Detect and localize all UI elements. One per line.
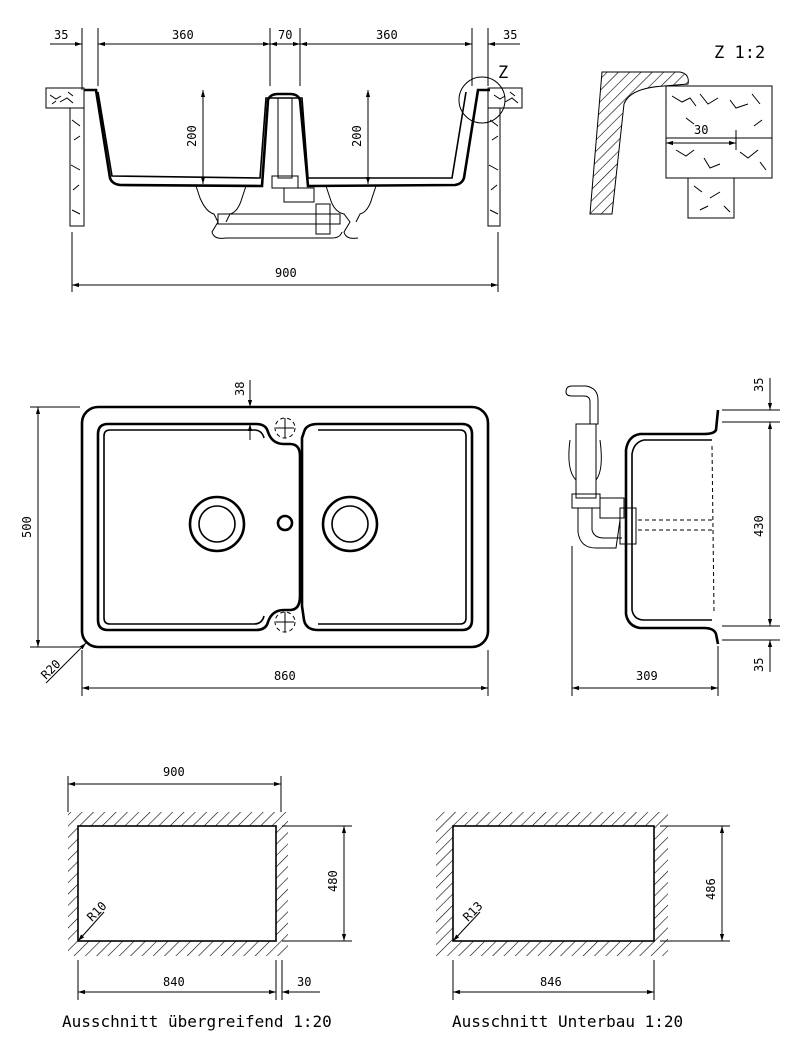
detail-z-marker: Z: [498, 63, 508, 83]
bowl-right: [300, 422, 474, 632]
cutout-overlay: 900 480 840 30 R10 Ausschnitt übergreife…: [62, 765, 352, 1031]
dim-depth-right: 200: [350, 125, 364, 147]
dim-overlay-r10: R10: [84, 899, 109, 924]
side-view: 35 430 35 309: [565, 378, 780, 696]
dim-side-309: 309: [636, 669, 658, 683]
dim-bowl-right: 360: [376, 28, 398, 42]
countertop-left: [45, 87, 85, 227]
countertop-right: [487, 87, 523, 227]
sink-outline: [80, 405, 490, 649]
dim-rim-offset: 38: [233, 382, 247, 396]
dim-right-rim: 35: [503, 28, 517, 42]
cutout-overlay-rect: [77, 825, 277, 942]
front-top-dimensions: [50, 28, 520, 90]
tap-hole: [276, 514, 294, 532]
side-profile: [624, 409, 720, 645]
bowl-left: [96, 422, 302, 632]
caption-overlay: Ausschnitt übergreifend 1:20: [62, 1012, 332, 1031]
dim-side-top-35: 35: [752, 378, 766, 392]
front-view: Z 35 360 70 360 35 200 200 900: [45, 28, 523, 292]
dim-overlay-900: 900: [163, 765, 185, 779]
dim-middle: 70: [278, 28, 292, 42]
detail-z-title: Z 1:2: [714, 43, 765, 63]
dim-under-846: 846: [540, 975, 562, 989]
dim-under-486: 486: [704, 878, 718, 900]
detail-z-view: Z 1:2 30: [589, 43, 773, 219]
dim-depth-left: 200: [185, 125, 199, 147]
dim-overlay-30: 30: [297, 975, 311, 989]
cutout-undermount: 486 846 R13 Ausschnitt Unterbau 1:20: [436, 812, 730, 1031]
sink-profile: [84, 88, 490, 188]
dim-side-430: 430: [752, 515, 766, 537]
detail-z-circle: [458, 76, 506, 124]
dim-overlay-840: 840: [163, 975, 185, 989]
dim-overlay-480: 480: [326, 870, 340, 892]
dim-height-500: 500: [20, 516, 34, 538]
dim-overall-width: 900: [275, 266, 297, 280]
dim-detail-30: 30: [694, 123, 708, 137]
caption-undermount: Ausschnitt Unterbau 1:20: [452, 1012, 683, 1031]
dim-bowl-left: 360: [172, 28, 194, 42]
drain-right: [321, 495, 379, 553]
top-view: 38 500 860 R20: [20, 380, 490, 696]
siphon: [195, 97, 377, 239]
dim-radius-r20: R20: [38, 657, 63, 682]
cutout-undermount-rect: [452, 825, 655, 942]
dim-width-860: 860: [274, 669, 296, 683]
dim-side-bottom-35: 35: [752, 658, 766, 672]
dim-under-r13: R13: [460, 899, 485, 924]
drain-left: [188, 495, 246, 553]
side-siphon: [565, 385, 637, 549]
dim-left-rim: 35: [54, 28, 68, 42]
